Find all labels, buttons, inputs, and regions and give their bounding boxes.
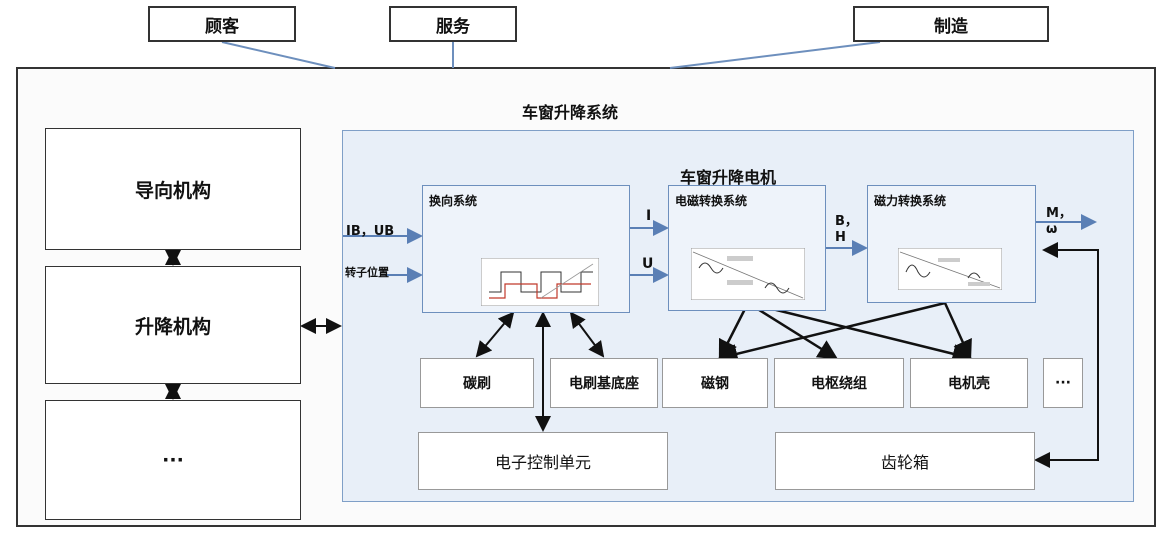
manufacturing-box: 制造 <box>853 6 1049 42</box>
electromagnetic-system-label: 电磁转换系统 <box>675 194 748 208</box>
b-h-label: B，H <box>835 214 858 245</box>
commutation-waveform-thumbnail <box>481 258 599 306</box>
manufacturing-label: 制造 <box>934 16 968 37</box>
gearbox-box: 齿轮箱 <box>775 432 1035 490</box>
ecu-box: 电子控制单元 <box>418 432 668 490</box>
magnet-steel-label: 磁钢 <box>701 376 729 392</box>
magnet-steel-box: 磁钢 <box>662 358 768 408</box>
brush-base-label: 电刷基底座 <box>569 376 639 392</box>
guide-mechanism-box: 导向机构 <box>45 128 301 250</box>
magnetic-waveform-thumbnail <box>898 248 1002 290</box>
armature-winding-label: 电枢绕组 <box>811 376 867 392</box>
commutation-system-label: 换向系统 <box>429 194 478 208</box>
voltage-label: U <box>642 256 654 272</box>
electromagnetic-waveform-thumbnail <box>691 248 805 300</box>
motor-housing-box: 电机壳 <box>910 358 1028 408</box>
guide-mechanism-label: 导向机构 <box>134 179 211 202</box>
ib-ub-label: IB，UB <box>346 224 395 239</box>
carbon-brush-box: 碳刷 <box>420 358 534 408</box>
service-label: 服务 <box>436 16 470 37</box>
ecu-label: 电子控制单元 <box>494 453 591 472</box>
armature-winding-box: 电枢绕组 <box>774 358 904 408</box>
commutation-system-box: 换向系统 <box>422 185 630 313</box>
output-m-label: M， <box>1046 206 1072 221</box>
motor-title: 车窗升降电机 <box>680 168 777 187</box>
more-mechanism-label: ··· <box>162 449 184 471</box>
customer-label: 顾客 <box>205 16 239 37</box>
lift-mechanism-box: 升降机构 <box>45 266 301 384</box>
customer-box: 顾客 <box>148 6 296 42</box>
motor-housing-label: 电机壳 <box>948 376 990 392</box>
more-parts-label: ··· <box>1055 375 1071 391</box>
more-parts-box: ··· <box>1043 358 1083 408</box>
carbon-brush-label: 碳刷 <box>463 376 491 392</box>
brush-base-box: 电刷基底座 <box>550 358 658 408</box>
magnetic-system-label: 磁力转换系统 <box>874 194 947 208</box>
electromagnetic-system-box: 电磁转换系统 <box>668 185 826 311</box>
more-mechanism-box: ··· <box>45 400 301 520</box>
rotor-position-label: 转子位置 <box>345 266 389 279</box>
magnetic-system-box: 磁力转换系统 <box>867 185 1036 303</box>
output-omega-label: ω <box>1046 222 1058 237</box>
system-title: 车窗升降系统 <box>522 103 619 122</box>
service-box: 服务 <box>389 6 517 42</box>
lift-mechanism-label: 升降机构 <box>134 315 211 338</box>
current-label: I <box>646 208 652 224</box>
gearbox-label: 齿轮箱 <box>880 453 929 472</box>
